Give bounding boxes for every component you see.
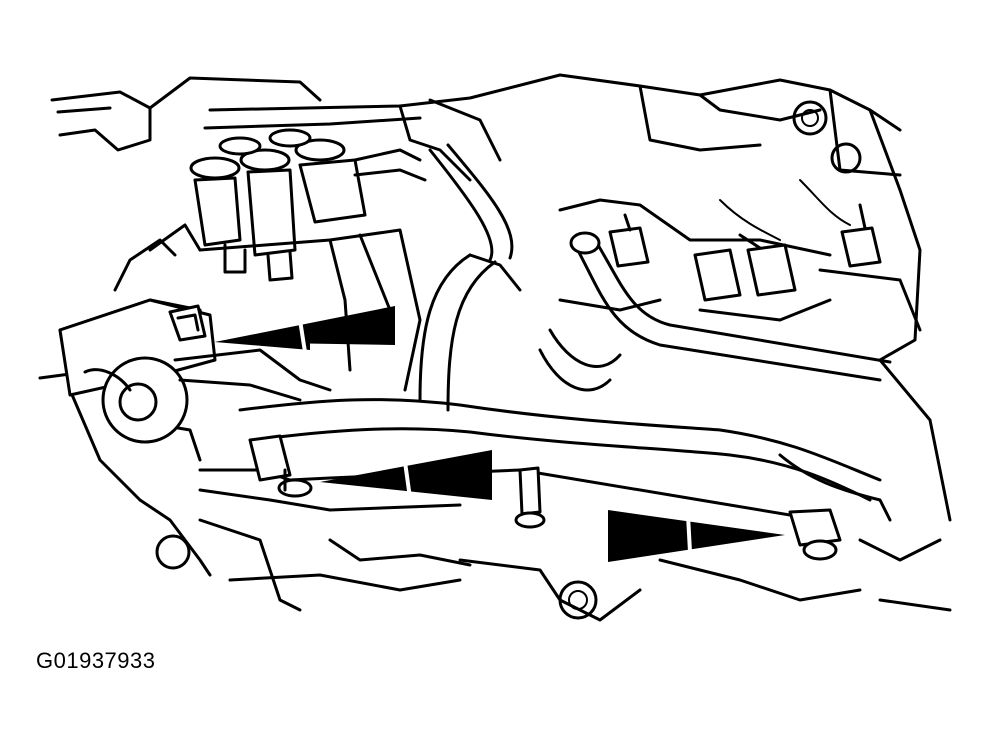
- indicator-arrows: [215, 306, 785, 562]
- injector-assembly: [189, 128, 427, 392]
- figure-id-label: G01937933: [36, 648, 156, 673]
- fuel-lines: [418, 143, 892, 412]
- arrow-right-lower: [608, 510, 785, 562]
- mounting-bolts: [248, 434, 842, 561]
- wiring-harness: [198, 398, 892, 522]
- left-bracket: [58, 298, 332, 444]
- sensor-connectors: [558, 179, 882, 322]
